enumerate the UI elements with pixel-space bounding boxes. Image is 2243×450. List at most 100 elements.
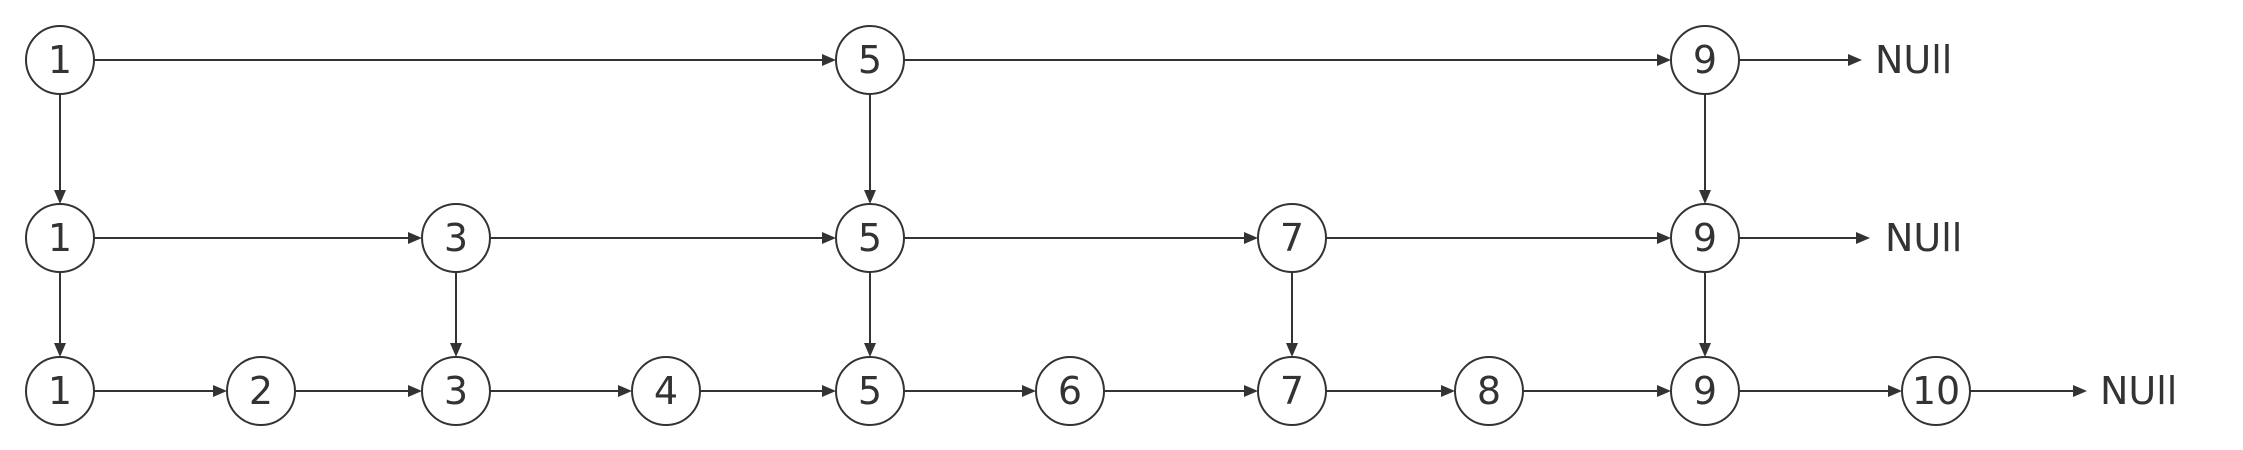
edge-l2-1-to-2 [94, 385, 227, 397]
node-level-1-value-9: 9 [1670, 203, 1740, 273]
node-label: 9 [1693, 216, 1717, 260]
edges-layer [54, 54, 2087, 397]
arrow-head [408, 385, 422, 397]
down-link-l1-7 [1286, 272, 1298, 357]
node-label: 8 [1477, 369, 1501, 413]
node-level-2-value-2: 2 [226, 356, 296, 426]
edge-l2-to-null [1970, 385, 2087, 397]
edge-l1-7-to-9 [1326, 232, 1671, 244]
down-link-l1-5 [864, 272, 876, 357]
node-circle [25, 203, 95, 273]
node-level-2-value-3: 3 [421, 356, 491, 426]
arrow-head [54, 343, 66, 357]
node-label: 1 [48, 216, 72, 260]
edge-l1-1-to-3 [94, 232, 422, 244]
edge-l2-4-to-5 [700, 385, 836, 397]
node-label: 7 [1280, 369, 1304, 413]
node-circle [835, 203, 905, 273]
node-label: 4 [654, 369, 678, 413]
arrow-head [1441, 385, 1455, 397]
arrow-head [864, 343, 876, 357]
edge-l1-5-to-7 [904, 232, 1258, 244]
node-circle [1670, 203, 1740, 273]
down-link-l1-3 [450, 272, 462, 357]
node-label: 5 [858, 216, 882, 260]
node-level-2-value-8: 8 [1454, 356, 1524, 426]
node-label: 5 [858, 38, 882, 82]
node-label: 9 [1693, 38, 1717, 82]
edge-l0-5-to-9 [904, 54, 1671, 66]
edge-l2-3-to-4 [490, 385, 632, 397]
arrow-head [54, 190, 66, 204]
node-label: 1 [48, 369, 72, 413]
node-level-1-value-5: 5 [835, 203, 905, 273]
node-label: 1 [48, 38, 72, 82]
node-circle [631, 356, 701, 426]
arrow-head [1657, 385, 1671, 397]
node-level-2-value-4: 4 [631, 356, 701, 426]
node-level-2-value-5: 5 [835, 356, 905, 426]
arrow-head [1888, 385, 1902, 397]
arrow-head [1699, 343, 1711, 357]
arrow-head [822, 385, 836, 397]
node-circle [835, 25, 905, 95]
arrow-head [408, 232, 422, 244]
edge-l0-1-to-5 [94, 54, 836, 66]
edge-l1-to-null [1739, 232, 1870, 244]
node-level-0-value-5: 5 [835, 25, 905, 95]
arrow-head [1657, 54, 1671, 66]
node-level-0-value-9: 9 [1670, 25, 1740, 95]
node-circle [1901, 356, 1971, 426]
edge-l2-7-to-8 [1326, 385, 1455, 397]
arrow-head [1848, 54, 1862, 66]
node-label: 7 [1280, 216, 1304, 260]
edge-l2-6-to-7 [1104, 385, 1258, 397]
node-label: 5 [858, 369, 882, 413]
arrow-head [1022, 385, 1036, 397]
node-circle [226, 356, 296, 426]
node-circle [421, 203, 491, 273]
edge-l2-8-to-9 [1523, 385, 1671, 397]
node-label: 6 [1058, 369, 1082, 413]
node-level-2-value-9: 9 [1670, 356, 1740, 426]
node-circle [421, 356, 491, 426]
arrow-head [450, 343, 462, 357]
arrow-head [1856, 232, 1870, 244]
down-link-l1-9 [1699, 272, 1711, 357]
node-label: 3 [444, 216, 468, 260]
null-label-level-0: NUll [1875, 38, 1952, 82]
node-level-2-value-10: 10 [1901, 356, 1971, 426]
arrow-head [1244, 232, 1258, 244]
node-circle [1035, 356, 1105, 426]
node-label: 9 [1693, 369, 1717, 413]
node-level-1-value-7: 7 [1257, 203, 1327, 273]
node-level-1-value-1: 1 [25, 203, 95, 273]
edge-l2-5-to-6 [904, 385, 1036, 397]
edge-l1-3-to-5 [490, 232, 836, 244]
node-circle [835, 356, 905, 426]
arrow-head [822, 54, 836, 66]
down-link-l0-1 [54, 94, 66, 204]
arrow-head [1657, 232, 1671, 244]
arrow-head [864, 190, 876, 204]
arrow-head [822, 232, 836, 244]
arrow-head [618, 385, 632, 397]
down-link-l0-9 [1699, 94, 1711, 204]
node-circle [1670, 356, 1740, 426]
node-label: 3 [444, 369, 468, 413]
down-link-l1-1 [54, 272, 66, 357]
arrow-head [1699, 190, 1711, 204]
node-level-2-value-6: 6 [1035, 356, 1105, 426]
arrow-head [1286, 343, 1298, 357]
node-circle [25, 25, 95, 95]
arrow-head [1244, 385, 1258, 397]
node-level-1-value-3: 3 [421, 203, 491, 273]
node-circle [1454, 356, 1524, 426]
edge-l2-9-to-10 [1739, 385, 1902, 397]
node-label: 2 [249, 369, 273, 413]
node-circle [1670, 25, 1740, 95]
null-label-level-2: NUll [2100, 369, 2177, 413]
